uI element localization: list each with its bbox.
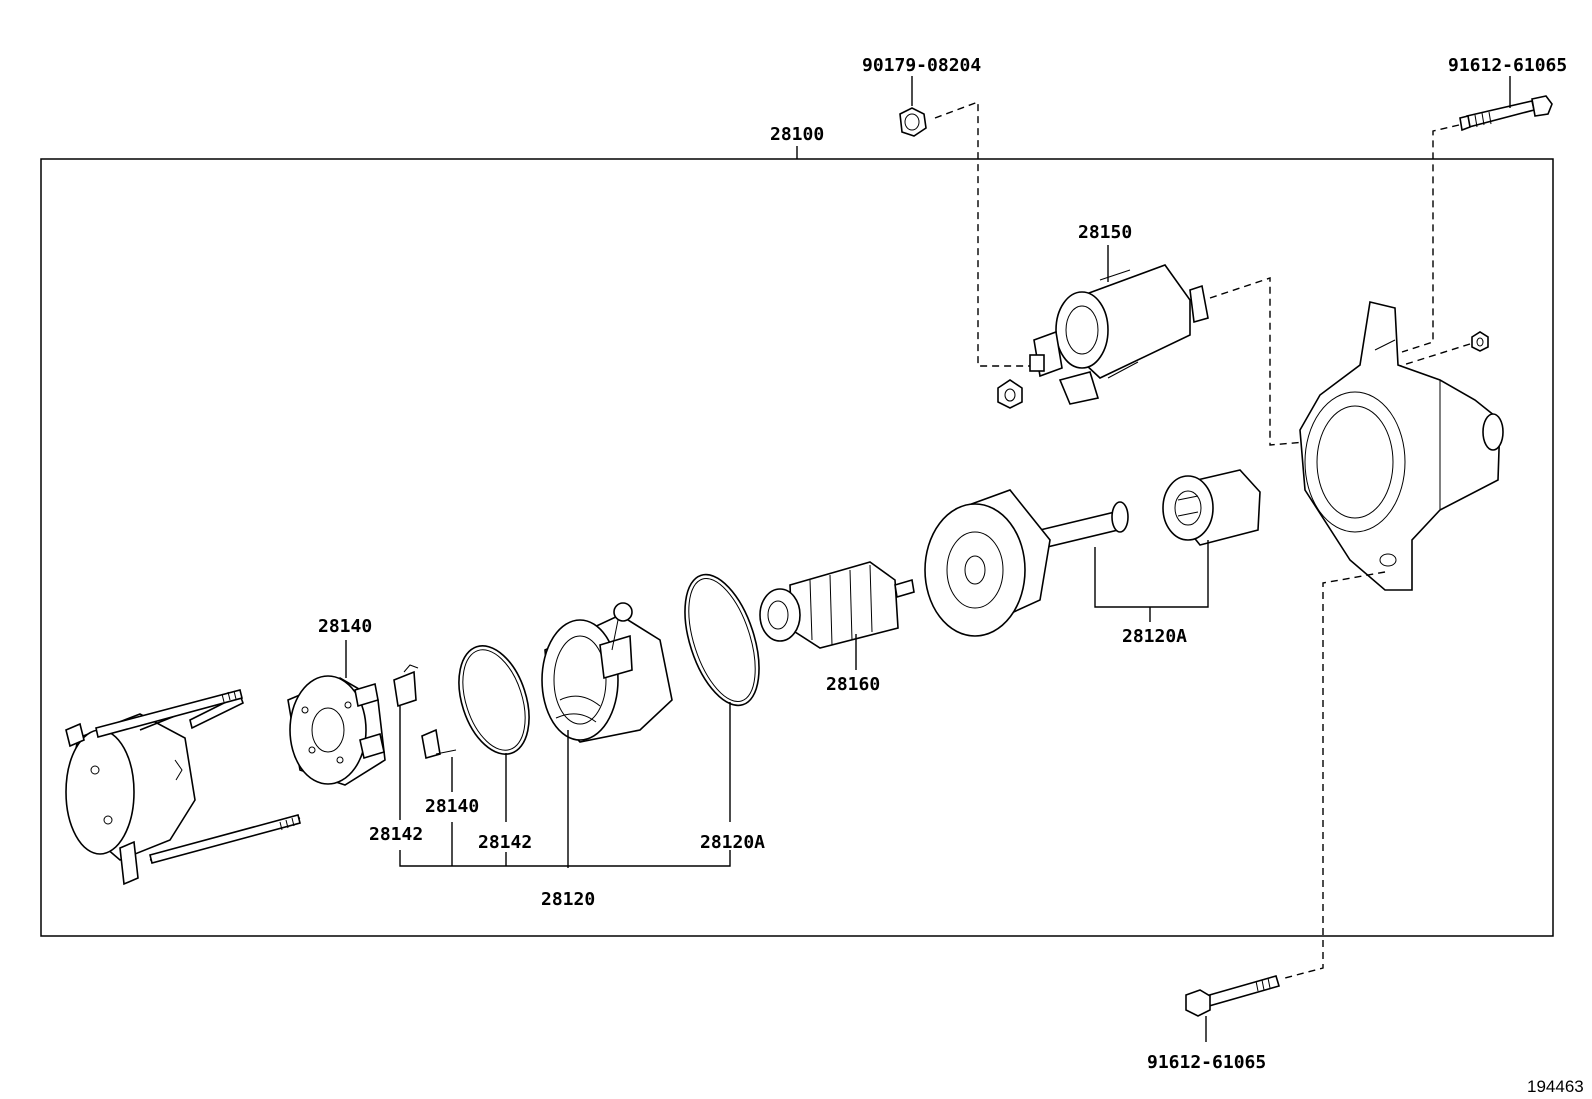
solenoid-dash xyxy=(1209,277,1331,446)
nut-top-label[interactable]: 90179-08204 xyxy=(862,55,981,76)
bolt-top-dash xyxy=(1401,124,1460,353)
armature-part[interactable] xyxy=(759,561,915,649)
assembly-box xyxy=(40,158,1554,937)
figure-id: 194463 xyxy=(1527,1077,1584,1096)
housing-nut[interactable] xyxy=(1471,331,1489,352)
solenoid-nut[interactable] xyxy=(997,379,1023,409)
brush-spring-b-part[interactable] xyxy=(421,728,457,760)
housing-bottom-dash xyxy=(1284,571,1386,979)
clutch-shaft-part[interactable] xyxy=(1039,501,1129,549)
clutch-bracket xyxy=(1094,540,1209,608)
brush-holder-part[interactable] xyxy=(287,675,386,786)
yoke-part[interactable] xyxy=(541,602,673,743)
drive-housing-part[interactable] xyxy=(1299,301,1504,591)
bolt-top-part[interactable] xyxy=(1459,95,1553,132)
bolt-bottom-part[interactable] xyxy=(1185,975,1280,1017)
through-bolt-top[interactable] xyxy=(95,689,243,738)
end-frame-part[interactable] xyxy=(65,693,301,886)
solenoid-label[interactable]: 28150 xyxy=(1078,222,1132,243)
assembly-label[interactable]: 28100 xyxy=(770,124,824,145)
bolt-bottom-label[interactable]: 91612-61065 xyxy=(1147,1052,1266,1073)
o-ring-left-label[interactable]: 28142 xyxy=(478,832,532,853)
brush-spring-b-label[interactable]: 28140 xyxy=(425,796,479,817)
housing-nut-dash xyxy=(1399,343,1471,367)
yoke-group-bracket xyxy=(399,850,731,867)
clutch-label[interactable]: 28120A xyxy=(1122,626,1187,647)
armature-label[interactable]: 28160 xyxy=(826,674,880,695)
o-ring-right-label[interactable]: 28120A xyxy=(700,832,765,853)
clutch-drum-part[interactable] xyxy=(924,489,1051,637)
brush-holder-label[interactable]: 28140 xyxy=(318,616,372,637)
bolt-top-label[interactable]: 91612-61065 xyxy=(1448,55,1567,76)
brush-spring-a-label[interactable]: 28142 xyxy=(369,824,423,845)
yoke-label[interactable]: 28120 xyxy=(541,889,595,910)
o-ring-right-part[interactable] xyxy=(671,565,774,714)
clutch-pinion-part[interactable] xyxy=(1162,469,1261,546)
o-ring-left-part[interactable] xyxy=(446,637,541,763)
nut-top-part[interactable] xyxy=(899,107,927,137)
nut-top-dash xyxy=(934,100,1032,367)
brush-spring-a-part[interactable] xyxy=(393,664,419,708)
solenoid-part[interactable] xyxy=(1029,264,1209,405)
